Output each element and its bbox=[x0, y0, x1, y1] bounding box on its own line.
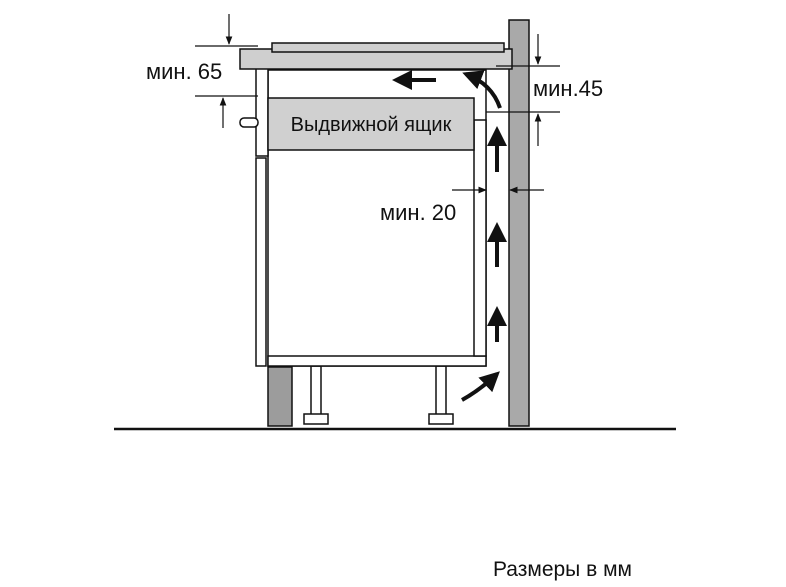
units-caption: Размеры в мм bbox=[493, 558, 632, 581]
drawer-box bbox=[267, 97, 475, 151]
dimension-label-min-65: мин. 65 bbox=[146, 59, 222, 84]
airflow-arrows bbox=[392, 70, 507, 402]
dimension-label-min-20: мин. 20 bbox=[380, 200, 456, 225]
cabinet-back-panel bbox=[473, 119, 487, 357]
curved-arrow-icon bbox=[461, 371, 500, 402]
dimension-min-65 bbox=[195, 14, 258, 128]
cabinet-door bbox=[255, 157, 267, 367]
plinth bbox=[267, 366, 293, 427]
curved-arrow-icon bbox=[462, 70, 502, 109]
drawer-frame bbox=[255, 67, 269, 157]
dimension-label-min-45: мин.45 bbox=[533, 76, 603, 101]
drawer-label: Выдвижной ящик bbox=[291, 114, 452, 136]
hob-glass bbox=[271, 42, 505, 53]
side-wall bbox=[508, 19, 530, 427]
drawer-handle bbox=[239, 117, 259, 128]
cabinet-legs bbox=[303, 365, 454, 425]
cabinet-bottom-panel bbox=[267, 355, 487, 367]
dimension-min-45 bbox=[486, 34, 560, 146]
